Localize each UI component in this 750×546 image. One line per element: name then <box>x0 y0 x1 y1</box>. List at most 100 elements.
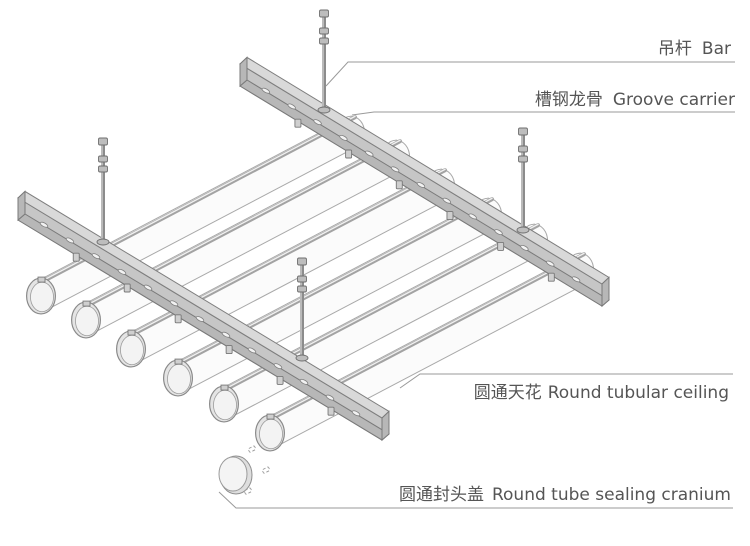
channel-slot <box>571 276 581 283</box>
channel-slot <box>221 331 231 338</box>
callout-groove-carrier: 槽钢龙骨 Groove carrier <box>535 90 735 110</box>
sealing-cap-face <box>218 456 248 492</box>
callout-round-tubular-ceiling-en: Round tubular ceiling <box>548 383 729 403</box>
channel-start-face <box>239 56 248 88</box>
channel-clip <box>497 241 505 251</box>
tube-front-inner <box>120 334 144 366</box>
rod-mid-nut-2 <box>518 155 528 163</box>
callout-bar-en: Bar <box>702 39 731 59</box>
channel-slot <box>117 268 127 275</box>
rod-top-nut <box>518 127 528 136</box>
channel-slot <box>390 166 400 173</box>
leader-round-tubular-ceiling <box>399 373 733 389</box>
channel-slot <box>91 253 101 260</box>
callout-round-tube-sealing-cranium-zh: 圆通封头盖 <box>399 485 484 505</box>
sealing-cap <box>218 445 271 495</box>
tube-front-inner <box>259 418 283 450</box>
rod-top-nut <box>98 137 108 146</box>
channel-end-face <box>601 276 610 308</box>
leader-round-tube-sealing-cranium <box>218 491 733 509</box>
tube-front-inner <box>167 363 191 395</box>
bar-rod-back-right <box>516 127 530 234</box>
channel-slot <box>299 378 309 385</box>
callout-labels: 吊杆 Bar 槽钢龙骨 Groove carrier 圆通天花 Round tubul… <box>399 39 735 505</box>
rod-bottom-washer <box>317 106 331 114</box>
channel-clip <box>395 180 403 190</box>
callout-groove-carrier-zh: 槽钢龙骨 <box>535 90 603 110</box>
sealing-cap-guide <box>247 445 257 453</box>
channel-clip <box>123 283 131 293</box>
channel-clip <box>446 211 454 221</box>
leader-bar <box>325 61 735 87</box>
bar-rod-back-left <box>317 9 331 114</box>
channel-slot <box>195 316 205 322</box>
channel-slot <box>39 221 49 228</box>
rod-mid-nut-2 <box>98 165 108 173</box>
channel-slot <box>325 394 335 401</box>
callout-groove-carrier-en: Groove carrier <box>613 90 735 110</box>
channel-end-face <box>381 410 390 442</box>
rod-top-nut <box>297 257 307 266</box>
channel-slot <box>143 284 153 291</box>
callout-round-tubular-ceiling: 圆通天花 Round tubular ceiling <box>474 383 729 403</box>
rod-mid-nut <box>297 275 307 283</box>
channel-slot <box>365 150 374 157</box>
leader-groove-carrier <box>351 111 735 116</box>
tube-rim-notch <box>220 384 229 391</box>
tube-rim-notch <box>127 329 136 336</box>
callout-round-tube-sealing-cranium: 圆通封头盖 Round tube sealing cranium <box>399 485 731 505</box>
channel-slot <box>520 244 529 251</box>
tube-rim-notch <box>266 413 275 420</box>
callout-round-tube-sealing-cranium-en: Round tube sealing cranium <box>492 485 731 505</box>
channel-slot <box>442 197 452 204</box>
channel-clip <box>294 118 302 128</box>
groove-carrier-channels <box>17 56 610 442</box>
channel-slot <box>247 347 257 354</box>
tube-front-inner <box>30 281 54 313</box>
callout-round-tubular-ceiling-zh: 圆通天花 <box>474 383 542 403</box>
channel-clip <box>345 149 353 159</box>
channel-clip <box>276 375 284 385</box>
tube-rim-notch <box>37 276 46 283</box>
round-tube-sealing-caps <box>218 445 271 495</box>
channel-slot <box>261 87 271 94</box>
channel-clip <box>174 314 182 324</box>
tube-rim-notch <box>174 358 183 365</box>
sealing-cap-guide <box>243 487 253 495</box>
bar-rod-front-left <box>96 137 110 246</box>
channel-slot <box>494 229 503 236</box>
channel-start-face <box>17 190 26 222</box>
callout-bar-zh: 吊杆 <box>658 39 692 59</box>
tube-rim-notch <box>82 300 91 307</box>
channel-clip <box>72 252 80 262</box>
sealing-cap-guide <box>261 466 271 474</box>
groove-carrier-front <box>17 190 390 442</box>
channel-slot <box>169 300 179 307</box>
channel-slot <box>339 134 348 141</box>
rod-mid-nut <box>518 145 528 153</box>
callout-leaders <box>218 61 735 509</box>
rod-top-nut <box>319 9 329 18</box>
channel-clip <box>225 345 233 355</box>
rod-bottom-washer <box>96 238 110 246</box>
tube-front-inner <box>213 389 237 421</box>
channel-slot <box>416 182 426 188</box>
tube-front-inner <box>75 305 99 337</box>
groove-carrier-back <box>239 56 610 308</box>
channel-clip <box>547 272 555 282</box>
rod-bottom-washer <box>516 226 530 234</box>
rod-mid-nut <box>319 27 329 35</box>
rod-mid-nut-2 <box>319 37 329 45</box>
bar-rod-front-right <box>295 257 309 362</box>
channel-clip <box>327 406 335 416</box>
channel-slot <box>546 260 555 267</box>
bar-suspension-rods <box>96 9 530 362</box>
callout-bar: 吊杆 Bar <box>658 39 731 59</box>
channel-slot <box>468 213 477 220</box>
channel-slot <box>65 237 75 244</box>
channel-slot <box>351 410 361 417</box>
rod-bottom-washer <box>295 354 309 362</box>
rod-mid-nut <box>98 155 108 163</box>
channel-slot <box>287 103 296 110</box>
